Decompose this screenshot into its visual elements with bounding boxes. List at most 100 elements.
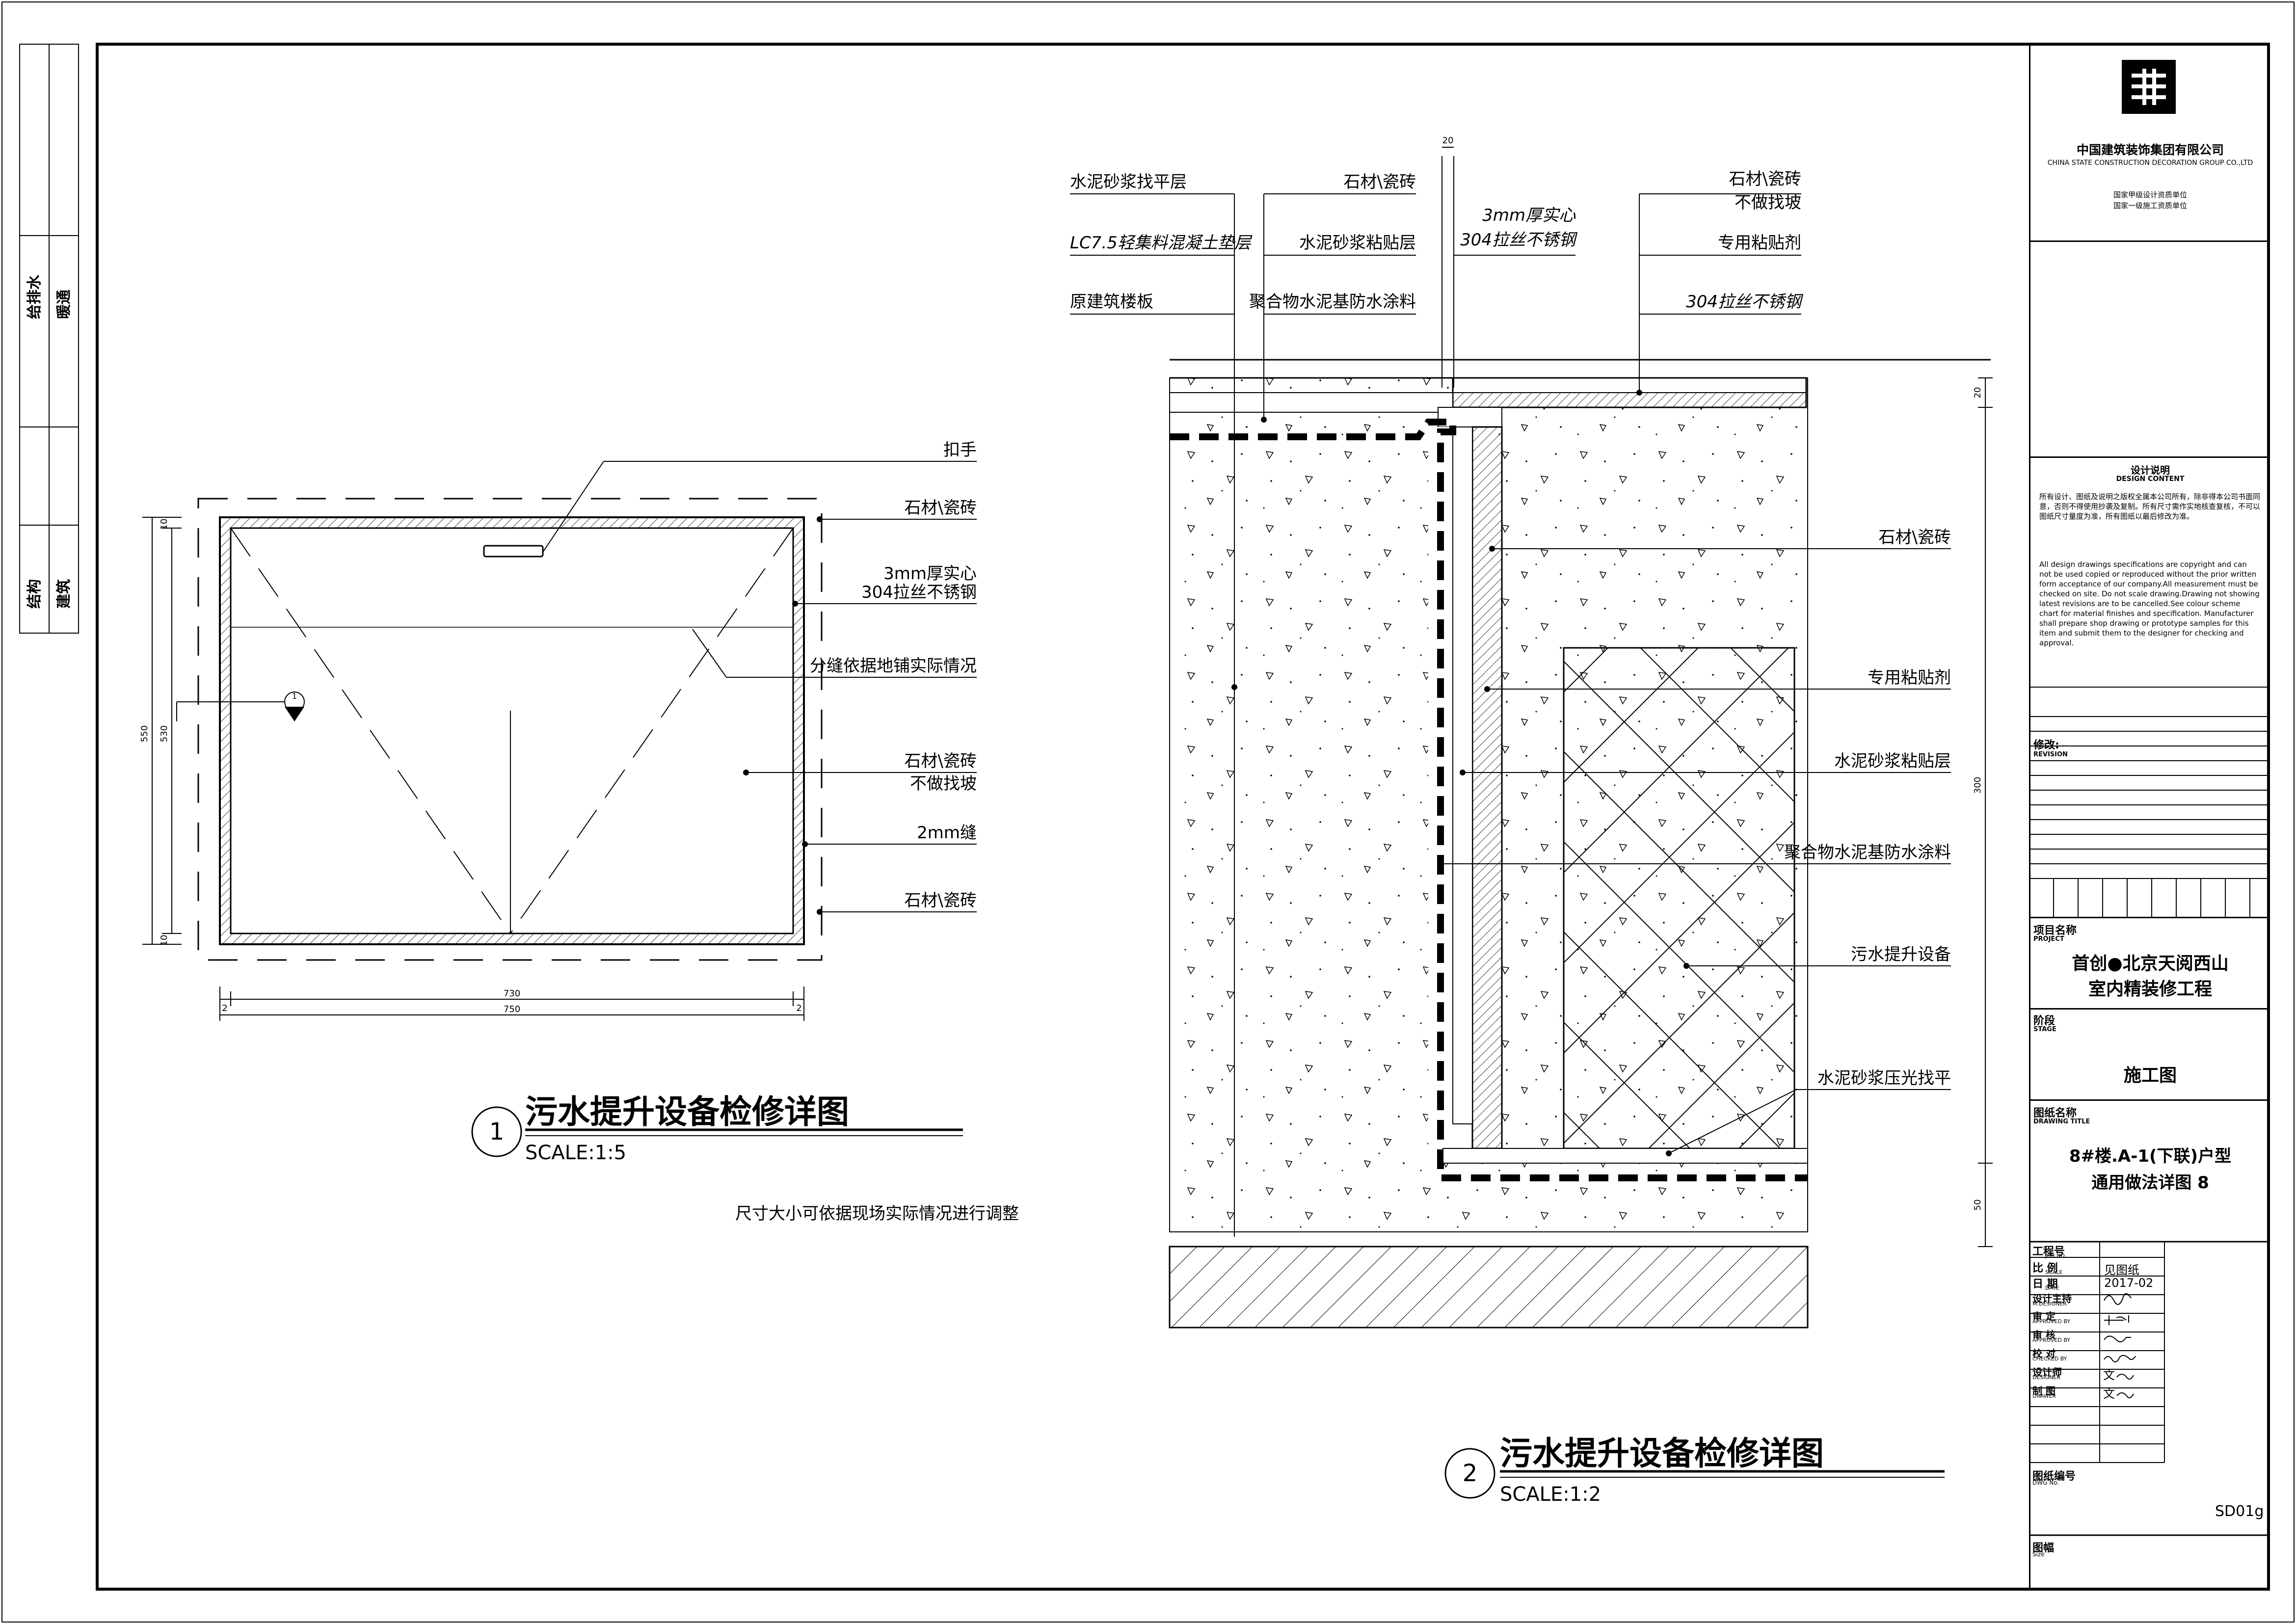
detail2-section [1070, 147, 1993, 1329]
scale-value: 见图纸 [2104, 1263, 2139, 1277]
strip-label-col2: 建筑 [55, 579, 73, 609]
svg-text:石材\瓷砖: 石材\瓷砖 [1344, 172, 1416, 192]
project-label: 项目名称 [2033, 925, 2077, 937]
svg-text:污水提升设备检修详图: 污水提升设备检修详图 [525, 1093, 849, 1131]
svg-text:730: 730 [504, 988, 520, 999]
svg-text:2mm缝: 2mm缝 [917, 823, 977, 843]
title-block: 中国建筑装饰集团有限公司 CHINA STATE CONSTRUCTION DE… [2029, 44, 2270, 1589]
strip-label-col2b: 结构 [26, 579, 43, 609]
drawing-title-label: 图纸名称 [2033, 1107, 2077, 1119]
stage-label-en: STAGE [2033, 1026, 2056, 1033]
detail1-dimensions: 730 750 550 530 10 10 2 2 1 [139, 519, 802, 1014]
revision-label-en: REVISION [2033, 751, 2068, 758]
designer-label-en: DESIGNER [2032, 1374, 2060, 1381]
drawing-title-1: 8#楼.A-1(下联)户型 [2069, 1146, 2232, 1166]
strip-label-col1b: 给排水 [26, 274, 43, 319]
svg-text:尺寸大小可依据现场实际情况进行调整: 尺寸大小可依据现场实际情况进行调整 [735, 1204, 1019, 1224]
dwg-no-label-en: DWG No. [2032, 1479, 2059, 1486]
size-label: 图幅 [2032, 1542, 2055, 1554]
svg-text:304拉丝不锈钢: 304拉丝不锈钢 [1460, 230, 1578, 250]
svg-text:20: 20 [1442, 135, 1454, 146]
svg-text:污水提升设备检修详图: 污水提升设备检修详图 [1500, 1435, 1824, 1472]
signature-icon [2104, 1315, 2129, 1325]
title-block-grid [2029, 687, 2269, 1536]
svg-text:2: 2 [1463, 1460, 1478, 1487]
svg-text:分缝依据地铺实际情况: 分缝依据地铺实际情况 [810, 656, 977, 676]
scale-label-en: SCALE [2045, 1269, 2063, 1276]
svg-text:SCALE:1:2: SCALE:1:2 [1500, 1483, 1601, 1506]
company-name-cn: 中国建筑装饰集团有限公司 [2076, 143, 2224, 157]
qualification-2: 国家一级施工资质单位 [2113, 201, 2187, 210]
svg-text:530: 530 [159, 725, 169, 742]
handle-icon [483, 545, 544, 558]
left-discipline-strip [19, 44, 79, 634]
drawing-frame [96, 43, 2270, 1591]
svg-text:石材\瓷砖: 石材\瓷砖 [905, 891, 977, 910]
drawing-title-2: 通用做法详图 8 [2091, 1173, 2209, 1193]
signature-icon [2104, 1355, 2136, 1362]
reviewed-label-en: APPROVED BY [2032, 1337, 2071, 1343]
svg-text:3mm厚实心: 3mm厚实心 [1482, 206, 1576, 225]
svg-text:1: 1 [292, 692, 297, 701]
designer-value: 文 [2103, 1368, 2115, 1382]
svg-text:SCALE:1:5: SCALE:1:5 [525, 1142, 626, 1164]
detail2-title-block: 2 污水提升设备检修详图 SCALE:1:2 [1444, 1435, 1945, 1506]
svg-text:304拉丝不锈钢: 304拉丝不锈钢 [861, 583, 977, 602]
svg-text:石材\瓷砖: 石材\瓷砖 [1879, 528, 1951, 547]
size-label-en: Size [2032, 1551, 2045, 1558]
svg-text:扣手: 扣手 [943, 440, 977, 460]
design-content-en: All design drawings specifications are c… [2039, 560, 2260, 647]
svg-text:750: 750 [504, 1004, 520, 1014]
detail1-plan [142, 461, 977, 1021]
svg-text:300: 300 [1973, 777, 1983, 794]
project-label-en: PROJECT [2033, 935, 2064, 943]
detail1-labels: 扣手 石材\瓷砖 3mm厚实心 304拉丝不锈钢 分缝依据地铺实际情况 石材\瓷… [810, 440, 977, 910]
svg-text:水泥砂浆粘贴层: 水泥砂浆粘贴层 [1299, 233, 1416, 253]
svg-text:20: 20 [1973, 387, 1983, 399]
job-no-label-en: JOB NO. [2045, 1252, 2066, 1259]
signature-icon [2116, 1392, 2134, 1399]
dwg-no-value: SD01g [2215, 1503, 2264, 1520]
qualification-1: 国家甲级设计资质单位 [2113, 190, 2187, 199]
drawer-value: 文 [2103, 1387, 2115, 1401]
reviewed-label: 审 核 [2032, 1329, 2056, 1341]
detail2-dimensions: 20 20 300 50 [1442, 135, 1983, 1210]
stage-label: 阶段 [2033, 1015, 2056, 1027]
scale-label: 比 例 [2032, 1262, 2058, 1275]
project-name-1: 首创●北京天阅西山 [2072, 954, 2229, 974]
drawing-title-label-en: DRAWING TITLE [2033, 1118, 2090, 1125]
designer-label: 设计师 [2032, 1366, 2062, 1378]
dwg-no-label: 图纸编号 [2032, 1470, 2076, 1483]
svg-text:专用粘贴剂: 专用粘贴剂 [1718, 233, 1801, 253]
svg-text:不做找坡: 不做找坡 [1735, 193, 1801, 213]
svg-text:聚合物水泥基防水涂料: 聚合物水泥基防水涂料 [1249, 292, 1416, 312]
m-designer-label-en: M.DESIGNER [2032, 1301, 2067, 1307]
revision-label: 修改: [2033, 739, 2059, 751]
svg-text:石材\瓷砖: 石材\瓷砖 [905, 498, 977, 518]
svg-text:石材\瓷砖: 石材\瓷砖 [1729, 169, 1801, 189]
svg-text:水泥砂浆粘贴层: 水泥砂浆粘贴层 [1834, 751, 1951, 771]
date-label-en: DATE [2045, 1285, 2059, 1291]
svg-text:10: 10 [159, 935, 169, 946]
m-designer-label: 设计主持 [2032, 1293, 2072, 1305]
date-label: 日 期 [2032, 1278, 2058, 1290]
checked-label-en: CHECKED BY [2032, 1356, 2067, 1362]
svg-text:3mm厚实心: 3mm厚实心 [883, 564, 977, 584]
svg-text:原建筑楼板: 原建筑楼板 [1070, 292, 1153, 312]
checked-label: 校 对 [2032, 1348, 2056, 1359]
signature-icon [2104, 1335, 2131, 1342]
svg-text:50: 50 [1973, 1199, 1983, 1211]
approved-label: 审 定 [2032, 1310, 2056, 1322]
drawer-label-en: DRAWER [2032, 1393, 2056, 1399]
svg-text:石材\瓷砖: 石材\瓷砖 [905, 751, 977, 771]
design-content-title: 设计说明 [2131, 464, 2170, 476]
svg-text:2: 2 [796, 1003, 801, 1013]
svg-text:专用粘贴剂: 专用粘贴剂 [1868, 668, 1951, 688]
stage-value: 施工图 [2123, 1065, 2177, 1086]
company-logo-icon [2122, 60, 2176, 114]
detail2-labels: 水泥砂浆找平层 LC7.5轻集料混凝土垫层 原建筑楼板 石材\瓷砖 水泥砂浆粘贴… [1070, 169, 1951, 1088]
svg-text:304拉丝不锈钢: 304拉丝不锈钢 [1686, 292, 1804, 312]
svg-text:10: 10 [159, 519, 169, 530]
design-content-title-en: DESIGN CONTENT [2116, 475, 2185, 483]
svg-text:水泥砂浆找平层: 水泥砂浆找平层 [1070, 172, 1187, 192]
